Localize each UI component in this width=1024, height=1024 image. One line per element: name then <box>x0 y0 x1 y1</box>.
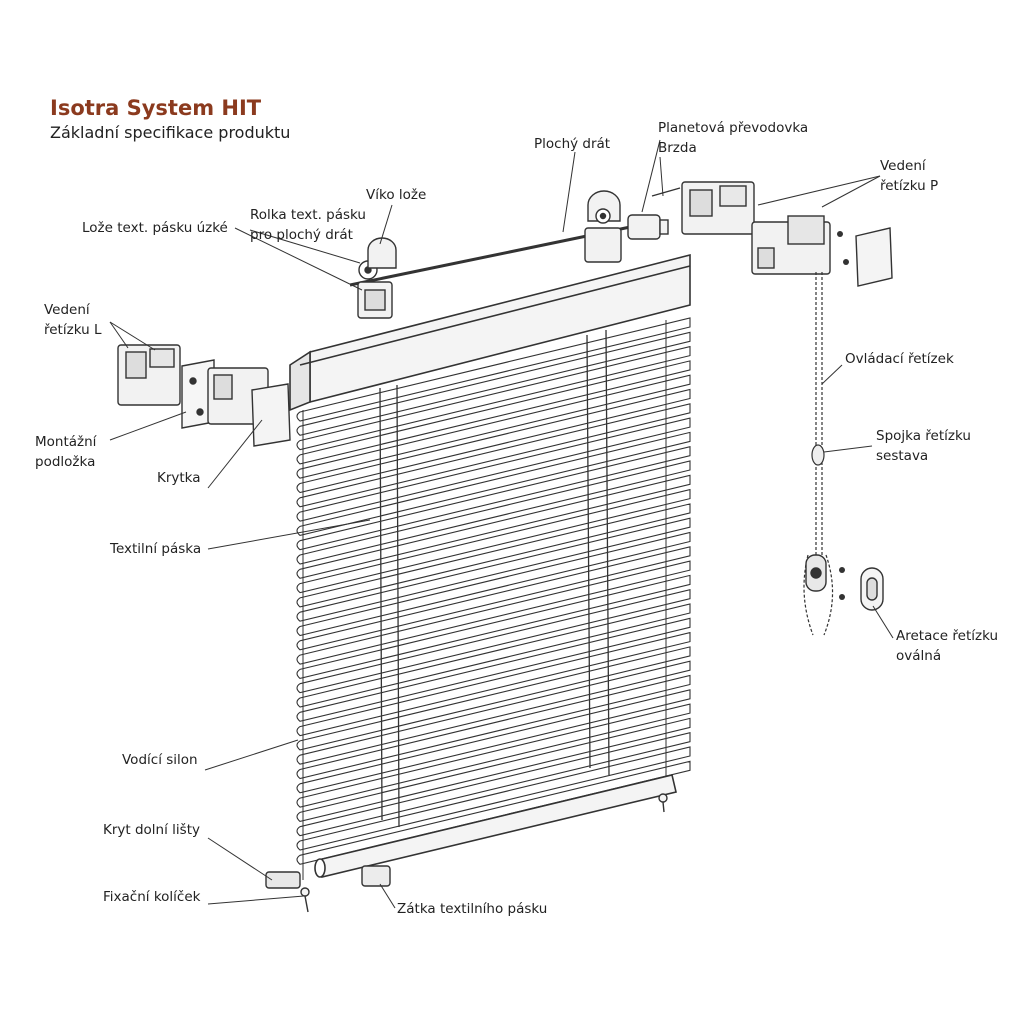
label-textilni-paska: Textilní páska <box>110 541 202 557</box>
slat <box>296 660 691 765</box>
leader-line <box>757 175 881 206</box>
label-vedeni-retizku-l: Vedení řetízku L <box>44 302 102 338</box>
tape-end-plug <box>361 865 391 887</box>
label-loze-uzke: Lože text. pásku úzké <box>82 220 228 236</box>
leader-line <box>823 445 873 453</box>
fixing-pin-right <box>658 793 668 813</box>
leader-line <box>379 883 396 909</box>
planetary-gearbox <box>627 187 681 240</box>
chain-connector <box>805 554 827 592</box>
slat <box>296 374 691 479</box>
leader-line <box>207 419 263 489</box>
bottom-rail <box>314 774 677 878</box>
slat <box>296 574 691 679</box>
leader-line <box>379 204 393 245</box>
bottom-rail-cover <box>265 871 301 889</box>
leader-line <box>204 739 299 771</box>
slat <box>296 689 691 794</box>
textile-tapes <box>379 329 610 828</box>
blind-slats <box>296 317 691 865</box>
label-krytka: Krytka <box>157 470 201 486</box>
slat <box>296 474 691 579</box>
leader-line <box>207 895 305 905</box>
cover-left <box>251 383 291 447</box>
label-kryt-dolni-listy: Kryt dolní lišty <box>103 822 200 838</box>
label-vodici-silon: Vodící silon <box>122 752 198 768</box>
slat <box>296 617 691 722</box>
screws-stop <box>839 567 845 600</box>
leader-line <box>207 519 371 550</box>
fixing-pin <box>300 887 310 913</box>
label-plochy-drat: Plochý drát <box>534 136 611 152</box>
tape-bed-right <box>584 190 622 263</box>
chain-guide-right <box>751 215 831 275</box>
slat <box>296 717 691 822</box>
bed-cover-left <box>367 237 397 269</box>
operating-chain <box>803 272 834 636</box>
slat <box>296 460 691 565</box>
slat <box>296 317 691 422</box>
slat <box>296 646 691 751</box>
cap-right <box>855 227 893 287</box>
slat <box>296 589 691 694</box>
label-viko-loze: Víko lože <box>366 187 427 203</box>
brake <box>681 181 755 235</box>
leader-line <box>562 151 576 233</box>
head-rail <box>289 253 691 412</box>
slat <box>296 560 691 665</box>
leader-line <box>249 229 361 264</box>
slat <box>296 503 691 608</box>
slat <box>296 431 691 536</box>
leader-line <box>821 364 843 385</box>
page-title: Isotra System HIT <box>50 96 262 120</box>
leader-lines <box>109 139 894 909</box>
guide-nylon <box>302 320 667 880</box>
label-planetova-prevodovka: Planetová převodovka Brzda <box>658 120 809 156</box>
label-vedeni-retizku-p: Vedení řetízku P <box>880 158 939 194</box>
slat <box>296 732 691 837</box>
label-spojka-retizku: Spojka řetízku sestava <box>876 428 971 464</box>
slat <box>296 631 691 737</box>
chain-guide-left <box>117 344 181 406</box>
label-ovladaci-retizek: Ovládací řetízek <box>845 351 954 367</box>
label-rolka: Rolka text. pásku pro plochý drát <box>250 207 366 243</box>
label-montazni-podlozka: Montážní podložka <box>35 434 97 470</box>
leader-line <box>109 321 129 349</box>
page-subtitle: Základní specifikace produktu <box>50 123 291 142</box>
leader-line <box>659 156 664 197</box>
slat <box>296 331 691 436</box>
slat <box>296 403 691 508</box>
slat <box>296 488 691 594</box>
slat <box>296 517 691 622</box>
leader-line <box>234 227 363 291</box>
leader-line <box>872 605 894 639</box>
slat <box>296 417 691 522</box>
slat <box>296 345 691 451</box>
slat <box>296 388 691 494</box>
label-zatka-textilniho-pasku: Zátka textilního pásku <box>397 901 548 917</box>
tape-bed-left <box>357 281 393 319</box>
leader-line <box>641 139 661 213</box>
leader-line <box>821 175 881 208</box>
slat <box>296 746 691 851</box>
slat <box>296 531 691 637</box>
screws-right <box>837 231 849 265</box>
slat <box>296 674 691 780</box>
leader-line <box>207 837 273 881</box>
slat <box>296 546 691 651</box>
slat <box>296 703 691 808</box>
slat <box>296 446 691 551</box>
slat <box>296 360 691 465</box>
leader-line <box>109 411 187 441</box>
label-aretace-retizku: Aretace řetízku oválná <box>896 628 999 664</box>
slat <box>296 603 691 708</box>
leader-line <box>109 321 156 351</box>
label-fixacni-kolicek: Fixační kolíček <box>103 889 201 905</box>
chain-stop-oval <box>860 567 884 611</box>
